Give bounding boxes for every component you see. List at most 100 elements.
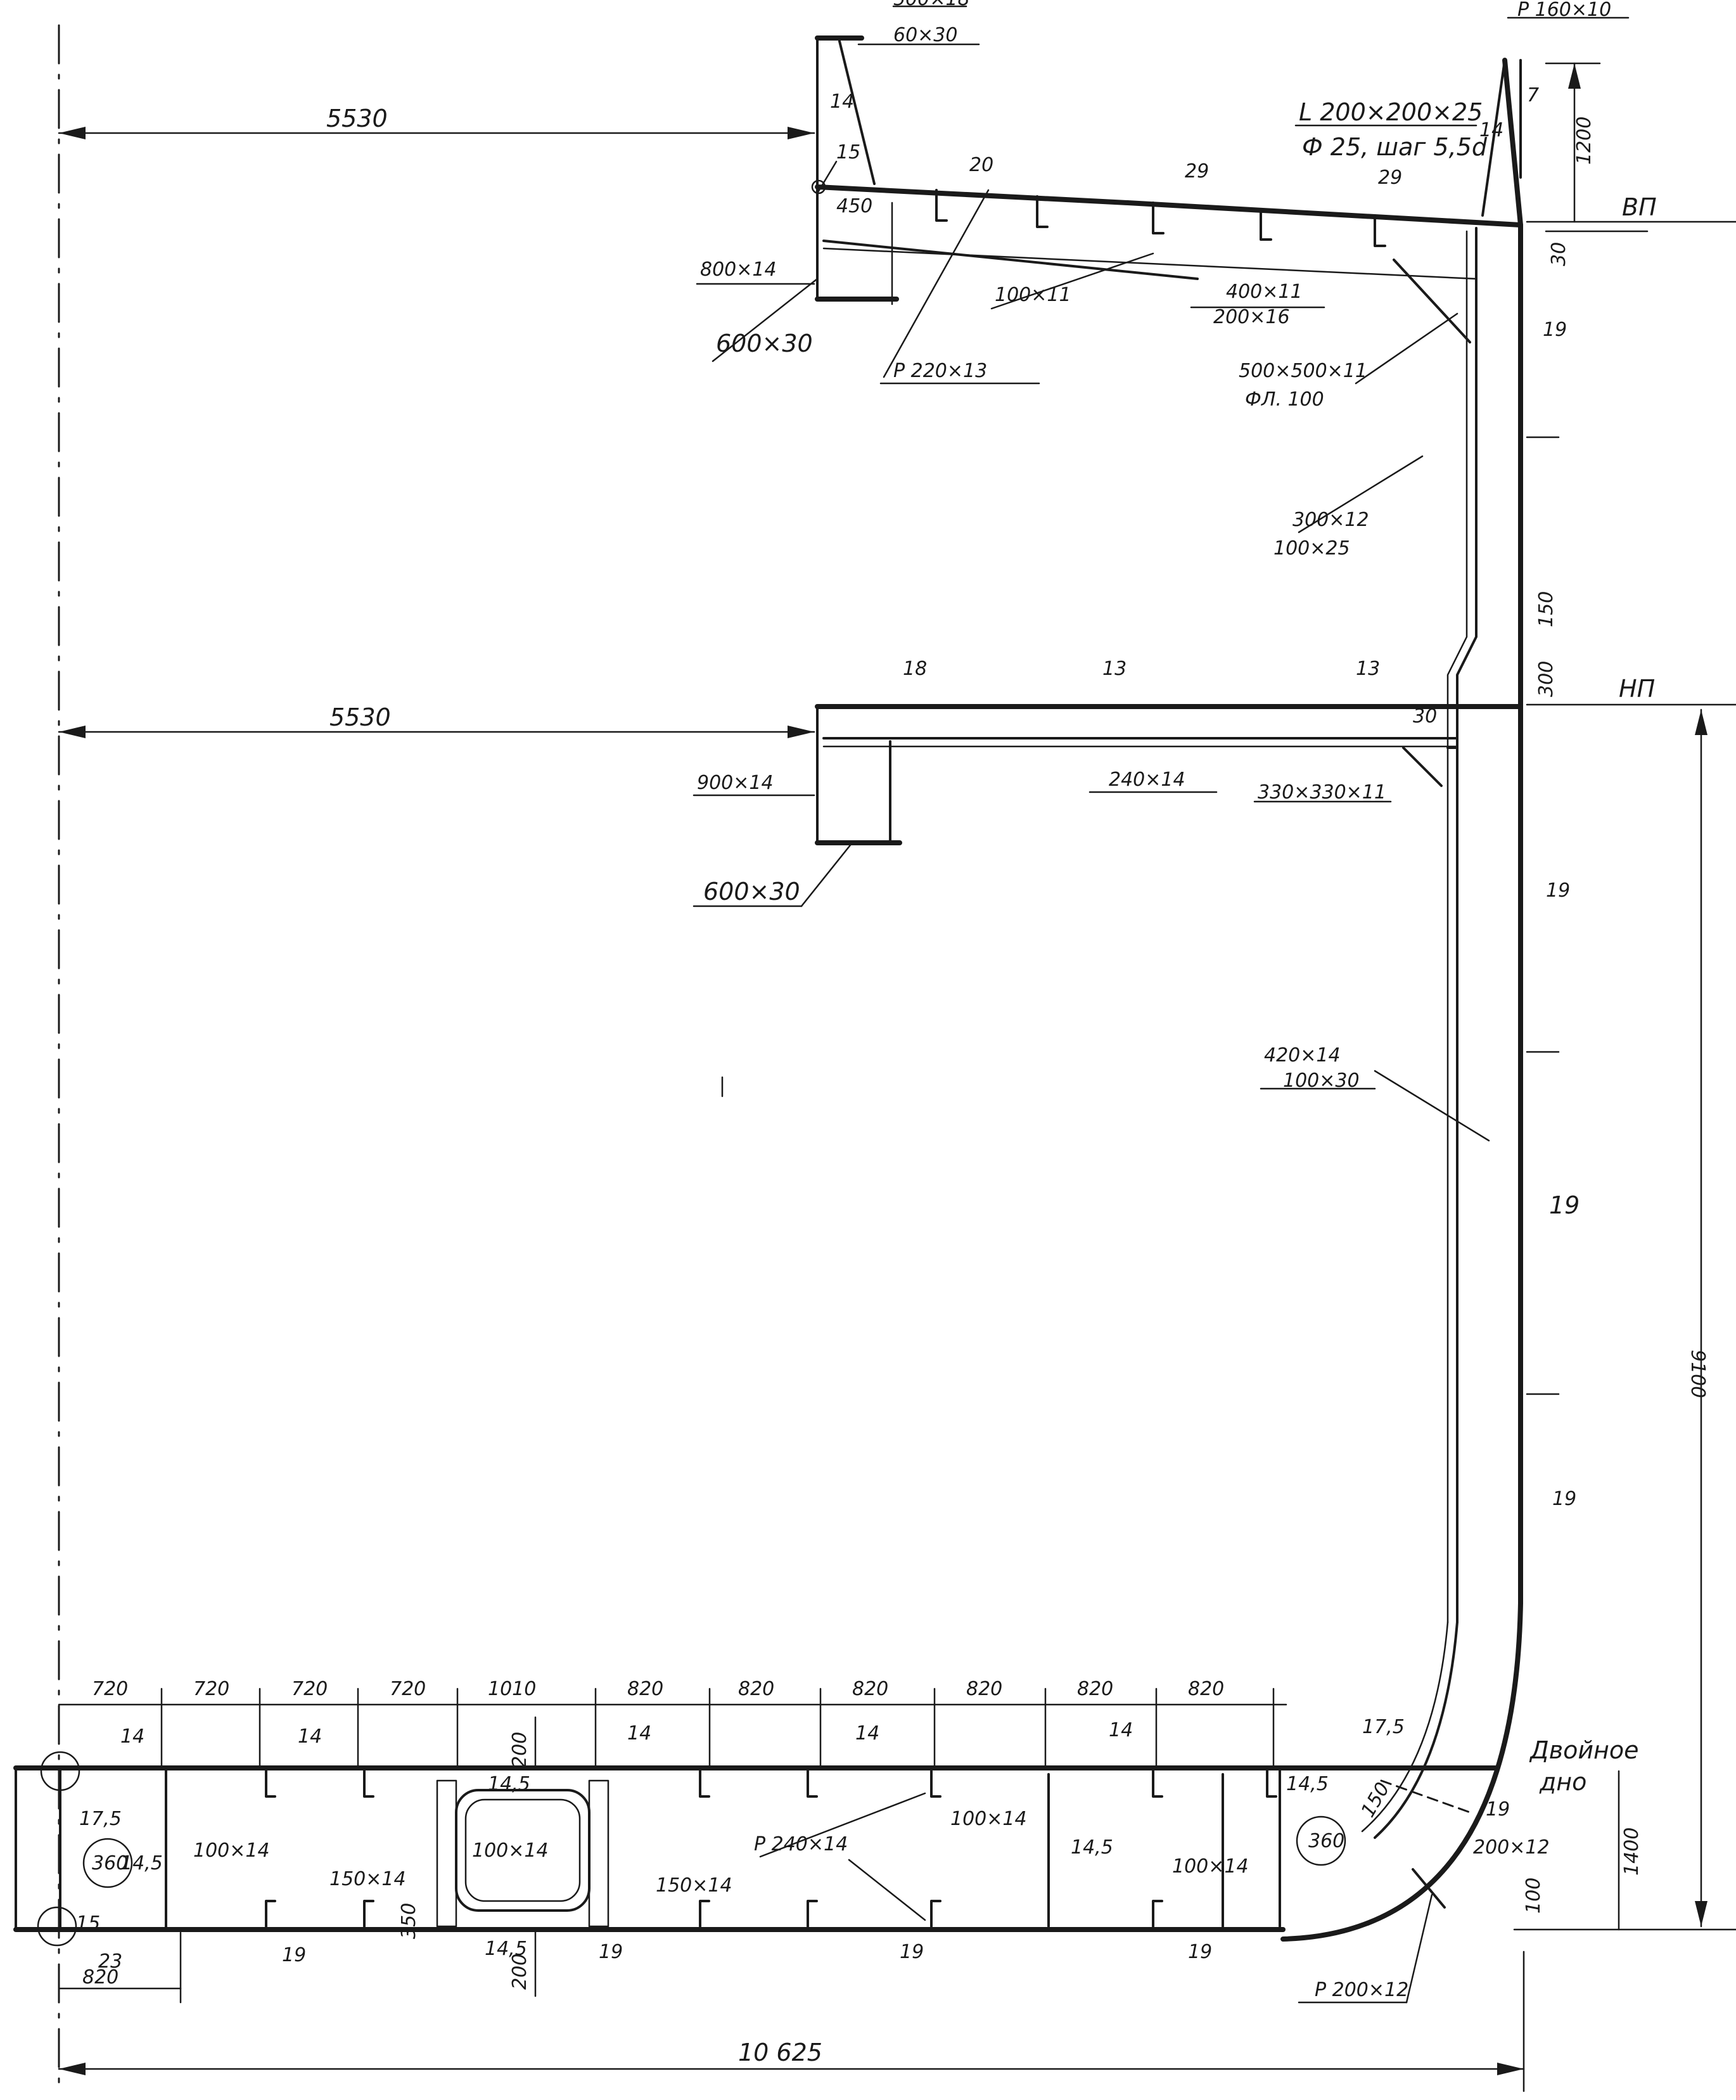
label-150x14a: 150×14	[329, 1868, 406, 1890]
label-t19g: 19	[599, 1941, 623, 1963]
label-t18: 18	[903, 658, 927, 680]
label-100x25: 100×25	[1273, 537, 1350, 560]
label-350: 350	[398, 1903, 420, 1939]
label-sp-720b: 720	[193, 1678, 229, 1700]
label-sp-720c: 720	[291, 1678, 328, 1700]
label-t14e: 14	[627, 1722, 651, 1745]
label-sp-820a: 820	[627, 1678, 663, 1700]
label-150a: 150	[1535, 591, 1557, 627]
label-450: 450	[836, 195, 872, 217]
label-200a: 200	[509, 1732, 531, 1768]
second-deck	[815, 704, 1523, 845]
label-r200x12: Р 200×12	[1315, 1979, 1408, 2001]
label-60x30: 60×30	[893, 24, 957, 46]
label-330x330: 330×330×11	[1258, 781, 1386, 804]
label-600x30-b: 600×30	[703, 878, 800, 906]
label-sp-820f: 820	[1188, 1678, 1224, 1700]
label-r240x14: Р 240×14	[754, 1833, 848, 1855]
label-400x11: 400×11	[1226, 281, 1303, 303]
label-np: НП	[1619, 675, 1655, 703]
label-t19d: 19	[1552, 1488, 1576, 1510]
label-c360a: 360	[92, 1852, 128, 1874]
label-t29b: 29	[1378, 167, 1402, 189]
label-t23: 23	[98, 1950, 122, 1973]
label-5530-upper: 5530	[326, 105, 388, 132]
label-t20: 20	[969, 154, 993, 176]
label-fl100: ФЛ. 100	[1245, 388, 1324, 411]
label-sp-1010: 1010	[488, 1678, 536, 1700]
label-t19e: 19	[1486, 1798, 1510, 1821]
label-t14-5d: 14,5	[1071, 1836, 1113, 1859]
label-t19f: 19	[282, 1944, 306, 1966]
label-t14-5c: 14,5	[485, 1938, 527, 1960]
label-30b: 30	[1413, 705, 1437, 727]
label-600x30-a: 600×30	[716, 330, 813, 357]
label-t14f: 14	[855, 1722, 879, 1745]
label-vp: ВП	[1622, 193, 1657, 221]
label-t19h: 19	[900, 1941, 924, 1963]
label-c360b: 360	[1308, 1830, 1344, 1852]
label-sp-720d: 720	[390, 1678, 426, 1700]
label-820: 820	[82, 1966, 118, 1988]
label-1200: 1200	[1573, 117, 1595, 165]
label-900x14: 900×14	[697, 772, 774, 794]
label-t14-b: 14	[1479, 119, 1503, 141]
label-t13b: 13	[1356, 658, 1380, 680]
label-150b: 150	[1357, 1779, 1395, 1821]
label-200b: 200	[509, 1954, 531, 1990]
label-500x500: 500×500×11	[1239, 360, 1367, 382]
leader-lines	[692, 5, 1630, 2004]
label-30a: 30	[1548, 242, 1570, 266]
label-sp-820d: 820	[966, 1678, 1002, 1700]
label-t19c: 19	[1549, 1191, 1580, 1219]
double-bottom	[13, 1751, 1498, 1947]
label-t19i: 19	[1188, 1941, 1212, 1963]
dimension-lines	[58, 62, 1736, 2092]
label-t15-a: 15	[836, 141, 860, 163]
label-t14d: 14	[298, 1725, 322, 1748]
label-t14-5e: 14,5	[1286, 1773, 1329, 1795]
label-t7: 7	[1527, 84, 1539, 106]
label-100x11: 100×11	[995, 284, 1071, 306]
upper-deck	[811, 35, 1523, 343]
label-sp-720a: 720	[92, 1678, 128, 1700]
label-angle: L 200×200×25	[1299, 98, 1483, 126]
label-420x14: 420×14	[1264, 1044, 1341, 1066]
label-sp-820b: 820	[738, 1678, 774, 1700]
label-5530-lower: 5530	[329, 703, 391, 731]
label-t14c: 14	[120, 1725, 144, 1748]
label-200x16: 200×16	[1213, 306, 1290, 328]
label-300: 300	[1535, 661, 1557, 697]
label-t17-5a: 17,5	[1362, 1716, 1405, 1738]
label-t19a: 19	[1543, 319, 1567, 341]
label-t14-a: 14	[830, 91, 854, 113]
side-shell	[1280, 222, 1560, 1942]
label-1400: 1400	[1621, 1828, 1643, 1876]
label-sp-820c: 820	[852, 1678, 888, 1700]
label-100x30: 100×30	[1283, 1070, 1360, 1092]
label-t29a: 29	[1185, 160, 1209, 182]
label-t14g: 14	[1109, 1719, 1133, 1741]
label-100x14d: 100×14	[1172, 1855, 1249, 1878]
label-t15b: 15	[76, 1912, 100, 1935]
label-t19b: 19	[1546, 880, 1570, 902]
label-10625: 10 625	[738, 2039, 822, 2066]
labels: 500×18 Р 160×10 5530 60×30 14 15 14 7 L …	[76, 0, 1709, 2066]
label-100x14a: 100×14	[193, 1840, 270, 1862]
label-240x14: 240×14	[1109, 769, 1185, 791]
label-top-plate: 500×18	[893, 0, 970, 10]
label-r220x13: Р 220×13	[893, 360, 987, 382]
label-p160x10: Р 160×10	[1517, 0, 1611, 21]
label-dbl-bottom-2: дно	[1539, 1768, 1586, 1796]
label-100x14b: 100×14	[472, 1840, 549, 1862]
label-sp-820e: 820	[1077, 1678, 1113, 1700]
label-100x14c: 100×14	[950, 1808, 1027, 1830]
label-9100: 9100	[1687, 1350, 1709, 1398]
label-t14-5a: 14,5	[488, 1773, 530, 1795]
label-100: 100	[1522, 1878, 1545, 1914]
label-t14-5b: 14,5	[120, 1852, 163, 1874]
label-t17-5b: 17,5	[79, 1808, 122, 1830]
label-t13a: 13	[1102, 658, 1126, 680]
label-150x14b: 150×14	[656, 1874, 732, 1897]
